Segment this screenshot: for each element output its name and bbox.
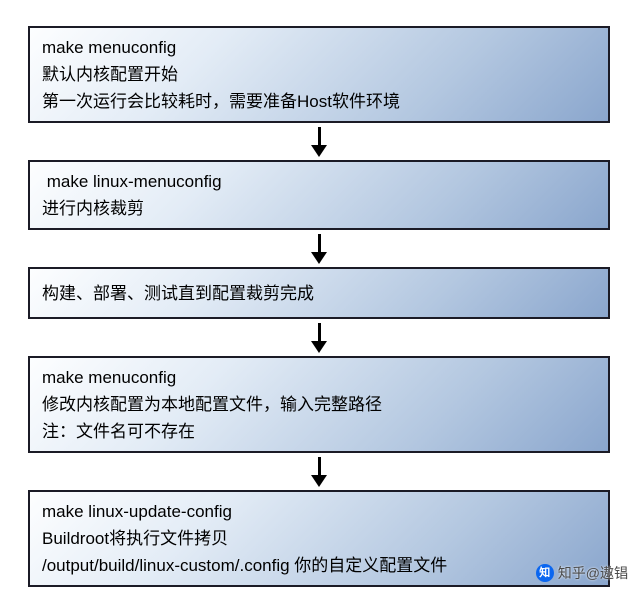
flow-box-line: make menuconfig [42,368,177,387]
flow-box-line: 进行内核裁剪 [42,199,144,218]
arrow-stem [317,457,321,475]
arrow-stem [317,127,321,145]
watermark: 知 知乎@遨锠 [535,563,628,583]
watermark-text: 知乎@遨锠 [557,565,628,581]
connector [28,230,610,267]
flow-box-make-menuconfig-1: make menuconfig 默认内核配置开始 第一次运行会比较耗时，需要准备… [28,26,610,123]
arrow-head [311,475,327,487]
arrow-head [311,145,327,157]
flowchart: make menuconfig 默认内核配置开始 第一次运行会比较耗时，需要准备… [28,26,610,587]
flow-box-line: 构建、部署、测试直到配置裁剪完成 [42,283,314,303]
flow-box-line: /output/build/linux-custom/.config 你的自定义… [42,556,448,575]
arrow-stem [317,234,321,252]
flow-box-line: 注：文件名可不存在 [42,422,195,441]
flow-box-line: 第一次运行会比较耗时，需要准备Host软件环境 [42,92,400,111]
arrow-stem [317,323,321,341]
arrow-head [311,341,327,353]
zhihu-logo-icon: 知 [535,564,554,582]
flow-box-linux-update-config: make linux-update-config Buildroot将执行文件拷… [28,490,610,587]
down-arrow-icon [311,457,327,487]
connector [28,453,610,490]
flow-box-line: 修改内核配置为本地配置文件，输入完整路径 [42,395,382,414]
arrow-head [311,252,327,264]
connector [28,319,610,356]
flow-box-line: make linux-menuconfig [42,172,222,191]
down-arrow-icon [311,127,327,157]
down-arrow-icon [311,323,327,353]
down-arrow-icon [311,234,327,264]
flow-box-build-deploy-test: 构建、部署、测试直到配置裁剪完成 [28,267,610,319]
flow-box-line: make menuconfig [42,38,177,57]
connector [28,123,610,160]
flow-box-line: make linux-update-config [42,502,232,521]
flow-box-linux-menuconfig: make linux-menuconfig 进行内核裁剪 [28,160,610,230]
flow-box-make-menuconfig-2: make menuconfig 修改内核配置为本地配置文件，输入完整路径 注：文… [28,356,610,453]
flow-box-line: 默认内核配置开始 [42,65,178,84]
flow-box-line: Buildroot将执行文件拷贝 [42,529,229,548]
